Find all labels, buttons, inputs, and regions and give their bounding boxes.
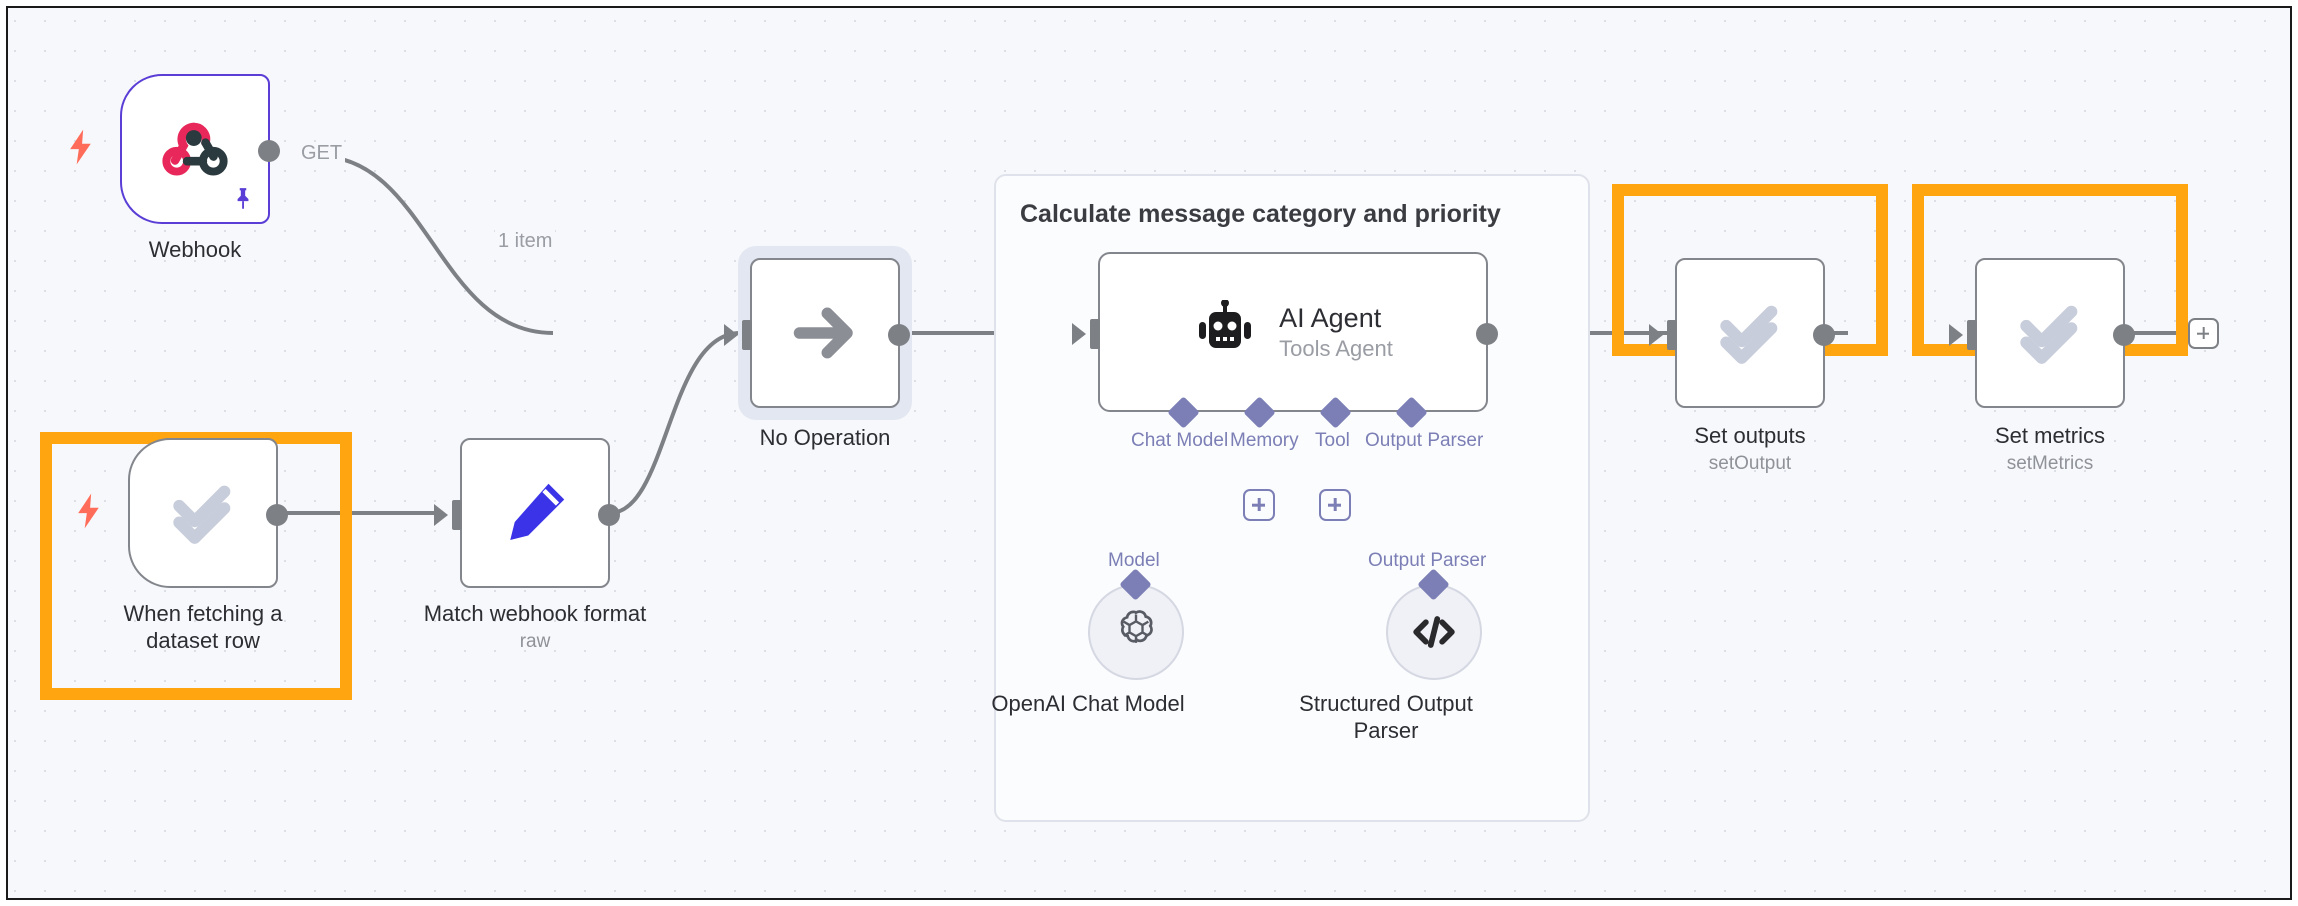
dataset-row-node-box[interactable]	[128, 438, 288, 588]
arrow-right-icon	[793, 307, 853, 359]
node-label-webhook: Webhook	[148, 237, 242, 262]
evaluation-checks-icon	[1720, 305, 1778, 364]
node-sublabel-set-outputs: setOutput	[1708, 453, 1792, 474]
match-webhook-input-port[interactable]	[452, 500, 462, 530]
match-webhook-node-box[interactable]	[434, 438, 620, 588]
node-ai-agent[interactable]: AI Agent Tools Agent	[1072, 252, 1498, 412]
node-label-set-outputs: Set outputs	[1694, 423, 1806, 448]
group-title: Calculate message category and priority	[1020, 200, 1501, 228]
node-label-openai-chat-model: OpenAI Chat Model	[991, 691, 1185, 716]
node-when-fetching-dataset-row[interactable]: When fetching a dataset row	[78, 438, 288, 653]
code-brackets-icon	[1413, 616, 1455, 648]
node-set-metrics[interactable]: Set metrics setMetrics	[1949, 258, 2135, 474]
webhook-output-port[interactable]	[258, 140, 280, 162]
robot-icon	[1199, 300, 1252, 348]
ai-agent-text-block: AI Agent Tools Agent	[1279, 302, 1393, 363]
set-metrics-output-port[interactable]	[2113, 324, 2135, 346]
match-webhook-output-port[interactable]	[598, 504, 620, 526]
edge-label-items: 1 item	[495, 230, 556, 253]
webhook-icon	[162, 122, 228, 176]
no-operation-output-port[interactable]	[888, 324, 910, 346]
set-outputs-input-port[interactable]	[1667, 320, 1677, 350]
evaluation-checks-icon	[2020, 305, 2078, 364]
evaluation-checks-icon	[173, 485, 231, 544]
add-memory-button[interactable]	[1243, 489, 1275, 521]
ai-agent-subtitle: Tools Agent	[1279, 335, 1393, 361]
set-outputs-node-box[interactable]	[1649, 258, 1835, 408]
node-sublabel-set-metrics: setMetrics	[2006, 453, 2094, 474]
dataset-row-output-port[interactable]	[266, 504, 288, 526]
set-metrics-node-box[interactable]	[1949, 258, 2135, 408]
openai-node-circle[interactable]	[1088, 584, 1184, 680]
node-set-outputs[interactable]: Set outputs setOutput	[1649, 258, 1835, 474]
agent-port-label-output-parser: Output Parser	[1365, 430, 1484, 451]
openai-icon	[1120, 610, 1153, 643]
node-sublabel-match-webhook-format: raw	[519, 631, 551, 652]
ai-agent-input-arrow	[1072, 323, 1086, 345]
agent-port-label-tool: Tool	[1315, 430, 1350, 451]
node-no-operation[interactable]: No Operation	[724, 246, 912, 450]
no-operation-node-box[interactable]	[724, 258, 910, 408]
workflow-canvas[interactable]: 1 item GET Webhook	[6, 6, 2292, 900]
no-operation-input-port[interactable]	[742, 320, 752, 350]
agent-port-label-chat-model: Chat Model	[1131, 430, 1229, 451]
ai-agent-title: AI Agent	[1279, 302, 1382, 333]
add-node-button[interactable]	[2188, 318, 2219, 349]
ai-agent-input-port[interactable]	[1090, 319, 1100, 349]
node-label-match-webhook-format: Match webhook format	[423, 601, 647, 626]
pencil-icon	[510, 483, 565, 540]
edge-label-get: GET	[298, 142, 346, 165]
match-webhook-input-arrow	[434, 504, 448, 526]
agent-port-label-memory: Memory	[1230, 430, 1299, 451]
set-outputs-output-port[interactable]	[1813, 324, 1835, 346]
lightning-bolt-icon	[78, 493, 99, 529]
set-outputs-input-arrow	[1649, 324, 1663, 346]
node-label-structured-output-parser: Structured Output Parser	[1299, 691, 1473, 743]
webhook-node-box[interactable]	[120, 74, 280, 224]
node-label-set-metrics: Set metrics	[1994, 423, 2106, 448]
node-label-no-operation: No Operation	[759, 425, 891, 450]
set-metrics-input-arrow	[1949, 324, 1963, 346]
add-tool-button[interactable]	[1319, 489, 1351, 521]
node-label-dataset-row: When fetching a dataset row	[123, 601, 283, 653]
sub-node-port-label-output-parser: Output Parser	[1368, 550, 1487, 571]
node-match-webhook-format[interactable]: Match webhook format raw	[424, 438, 646, 652]
ai-agent-output-port[interactable]	[1476, 323, 1498, 345]
lightning-bolt-icon	[70, 129, 91, 165]
pin-icon	[237, 188, 249, 209]
no-operation-input-arrow	[724, 324, 738, 346]
set-metrics-input-port[interactable]	[1967, 320, 1977, 350]
sub-node-port-label-model: Model	[1108, 550, 1160, 571]
node-webhook[interactable]: Webhook	[70, 74, 280, 262]
